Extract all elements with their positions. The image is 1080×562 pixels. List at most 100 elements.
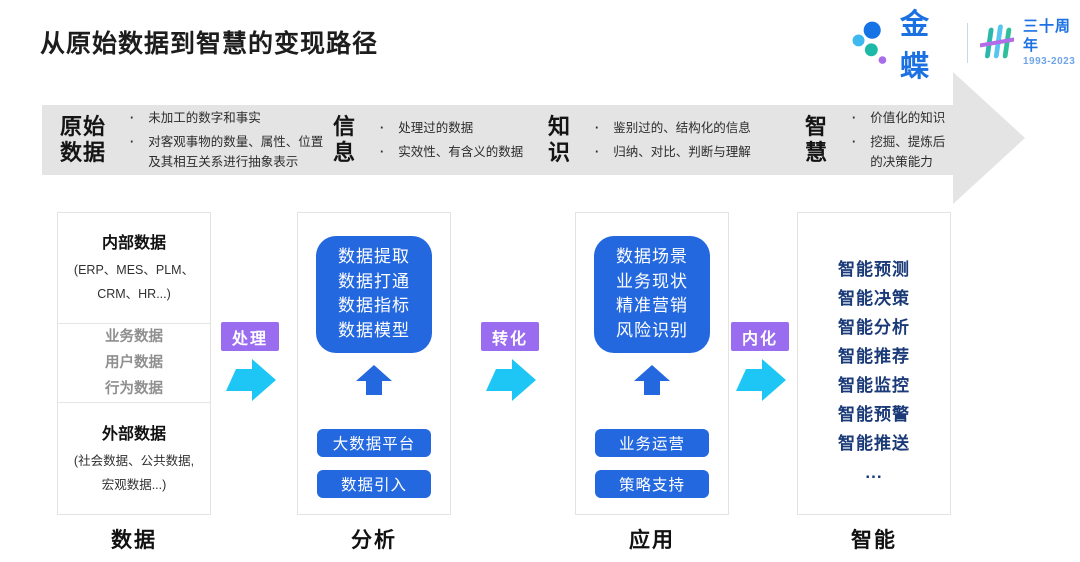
smart-item-ellipsis: ... (865, 463, 883, 482)
smart-capabilities-list: 智能预测 智能决策 智能分析 智能推荐 智能监控 智能预警 智能推送 ... (798, 213, 950, 487)
stage-bullets: · 未加工的数字和事实 · 对客观事物的数量、属性、位置及其相互关系进行抽象表示 (130, 108, 326, 172)
smart-item: 智能决策 (838, 289, 910, 308)
footer-label-smart: 智能 (851, 529, 897, 552)
process-label: 处理 (221, 322, 279, 351)
up-arrow-icon (356, 364, 392, 395)
capability-line: 数据指标 (338, 296, 410, 316)
column-analysis: 数据提取 数据打通 数据指标 数据模型 大数据平台 数据引入 (297, 212, 451, 515)
bullet-text: 归纳、对比、判断与理解 (613, 145, 751, 159)
column-application: 数据场景 业务现状 精准营销 风险识别 业务运营 策略支持 (575, 212, 729, 515)
analysis-capability-box: 数据提取 数据打通 数据指标 数据模型 (316, 236, 432, 353)
anniversary-years: 1993-2023 (1022, 55, 1076, 67)
scenario-line: 精准营销 (616, 296, 688, 316)
right-arrow-icon (226, 359, 276, 401)
subtitle-line: (ERP、MES、PLM、 (73, 263, 195, 278)
bullet-dot-icon: · (380, 121, 385, 135)
strategy-support-button: 策略支持 (595, 469, 709, 498)
section-subtitle: (ERP、MES、PLM、 CRM、HR...) (74, 259, 194, 307)
bullet-text: 未加工的数字和事实 (148, 111, 261, 125)
bullet-item: · 对客观事物的数量、属性、位置及其相互关系进行抽象表示 (130, 132, 326, 172)
banner-arrowhead (953, 72, 1025, 204)
bullet-dot-icon: · (852, 111, 857, 125)
transform-label: 转化 (481, 322, 539, 351)
data-type-item: 行为数据 (105, 381, 163, 397)
external-data-section: 外部数据 (社会数据、公共数据, 宏观数据...) (58, 403, 210, 514)
kingdee-logo: 金蝶 三十周年 1993-2023 (850, 9, 1080, 83)
right-arrow-icon (486, 359, 536, 401)
bullet-text: 实效性、有含义的数据 (398, 145, 524, 159)
application-scenario-box: 数据场景 业务现状 精准营销 风险识别 (594, 236, 710, 353)
anniversary-30-icon (980, 24, 1014, 59)
middle-data-section: 业务数据 用户数据 行为数据 (58, 323, 210, 403)
bullet-text: 处理过的数据 (398, 121, 474, 135)
footer-label-data: 数据 (111, 529, 157, 552)
keyword-line: 慧 (805, 140, 829, 165)
kingdee-logo-dots-icon (852, 21, 887, 64)
bullet-text: 挖掘、提炼后的决策能力 (870, 135, 946, 169)
banner-stage-wisdom: 智 慧 · 价值化的知识 · 挖掘、提炼后的决策能力 (805, 105, 953, 175)
smart-item: 智能推荐 (838, 347, 910, 366)
smart-item: 智能预测 (838, 260, 910, 279)
bullet-item: · 未加工的数字和事实 (130, 108, 326, 128)
bullet-dot-icon: · (380, 145, 385, 159)
keyword-line: 智 (805, 113, 829, 139)
section-subtitle: (社会数据、公共数据, 宏观数据...) (74, 450, 194, 498)
bullet-item: ·鉴别过的、结构化的信息 (595, 118, 751, 138)
section-title: 外部数据 (101, 425, 166, 443)
stage-bullets: · 价值化的知识 · 挖掘、提炼后的决策能力 (852, 108, 953, 172)
scenario-line: 业务现状 (616, 271, 688, 291)
stage-bullets: ·鉴别过的、结构化的信息 · 归纳、对比、判断与理解 (595, 118, 751, 162)
process-banner: 原始 数据 · 未加工的数字和事实 · 对客观事物的数量、属性、位置及其相互关系进行… (42, 105, 953, 175)
scenario-line: 数据场景 (616, 247, 688, 266)
internal-data-section: 内部数据 (ERP、MES、PLM、 CRM、HR...) (58, 213, 210, 323)
keyword-line: 识 (548, 140, 572, 165)
anniversary-text: 三十周年 1993-2023 (1023, 18, 1080, 68)
connector-transform: 转化 (481, 322, 539, 402)
big-data-platform-button: 大数据平台 (317, 428, 431, 457)
business-operation-button: 业务运营 (595, 428, 709, 457)
internalize-label: 内化 (731, 322, 789, 351)
data-type-item: 业务数据 (105, 329, 163, 345)
bullet-item: · 实效性、有含义的数据 (380, 142, 523, 162)
smart-item: 智能监控 (838, 376, 910, 395)
bullet-text: 对客观事物的数量、属性、位置及其相互关系进行抽象表示 (148, 135, 324, 169)
bullet-item: · 归纳、对比、判断与理解 (595, 142, 751, 162)
banner-stage-information: 信 息 · 处理过的数据 · 实效性、有含义的数据 (333, 105, 523, 175)
bullet-item: · 挖掘、提炼后的决策能力 (852, 132, 953, 172)
bullet-dot-icon: · (130, 111, 135, 125)
bullet-text: 鉴别过的、结构化的信息 (613, 121, 751, 135)
stage-bullets: · 处理过的数据 · 实效性、有含义的数据 (380, 118, 523, 162)
capability-line: 数据模型 (338, 320, 410, 340)
bullet-text: 价值化的知识 (870, 111, 946, 125)
bullet-item: · 价值化的知识 (852, 108, 953, 128)
stage-keyword: 智 慧 (805, 114, 828, 167)
smart-item: 智能推送 (838, 434, 910, 453)
bullet-dot-icon: · (595, 145, 600, 159)
bullet-item: · 处理过的数据 (380, 118, 523, 138)
anniversary-title: 三十周年 (1022, 18, 1071, 54)
bullet-dot-icon: · (852, 135, 857, 149)
stage-keyword: 信 息 (333, 114, 356, 167)
right-arrow-icon (736, 359, 786, 401)
keyword-line: 信 (333, 113, 357, 139)
up-arrow-icon (634, 364, 670, 395)
stage-keyword: 原始 数据 (60, 114, 106, 167)
column-smart: 智能预测 智能决策 智能分析 智能推荐 智能监控 智能预警 智能推送 ... (797, 212, 951, 515)
footer-label-analysis: 分析 (351, 529, 397, 552)
subtitle-line: (社会数据、公共数据, (73, 453, 195, 468)
stage-keyword: 知 识 (548, 114, 571, 167)
footer-label-application: 应用 (629, 529, 675, 552)
smart-item: 智能预警 (838, 405, 910, 424)
bullet-dot-icon: · (130, 135, 135, 149)
connector-process: 处理 (221, 322, 279, 402)
column-data: 内部数据 (ERP、MES、PLM、 CRM、HR...) 业务数据 用户数据 … (57, 212, 211, 515)
keyword-line: 数据 (60, 140, 107, 165)
subtitle-line: CRM、HR...) (97, 287, 171, 301)
logo-divider (967, 23, 969, 63)
data-import-button: 数据引入 (317, 469, 431, 498)
section-title: 内部数据 (101, 235, 166, 253)
data-type-item: 用户数据 (105, 355, 163, 371)
keyword-line: 原始 (60, 113, 107, 139)
subtitle-line: 宏观数据...) (101, 477, 167, 492)
